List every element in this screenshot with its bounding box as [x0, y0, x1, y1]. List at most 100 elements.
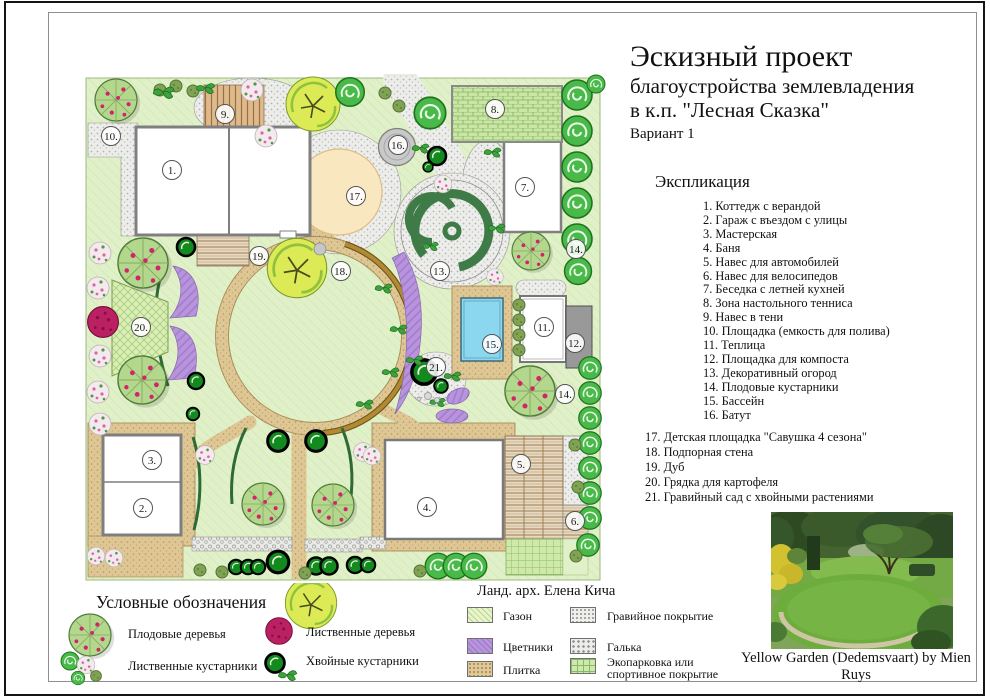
deciduous-tree-icon: [265, 617, 293, 645]
svg-text:16.: 16.: [391, 140, 405, 152]
building-banya: [383, 438, 505, 541]
plan-marker-14: 14.: [566, 239, 586, 259]
svg-text:8.: 8.: [491, 104, 500, 116]
svg-text:9.: 9.: [221, 109, 230, 121]
svg-text:6.: 6.: [571, 516, 580, 528]
project-subtitle-1: благоустройства землевладения: [630, 74, 915, 98]
legend-fruit-trees-label: Плодовые деревья: [128, 627, 226, 641]
plan-marker-8: 8.: [485, 99, 505, 119]
svg-text:17.: 17.: [349, 191, 363, 203]
plant-legend-title: Условные обозначения: [96, 592, 267, 612]
explication-item: 6. Навес для велосипедов: [703, 268, 838, 283]
decorative-garden: [400, 179, 504, 283]
explication-item: 18. Подпорная стена: [645, 444, 754, 459]
plan-marker-17: 17.: [346, 186, 366, 206]
explication-item: 13. Декоративный огород: [703, 365, 837, 380]
explication-item: 20. Грядка для картофеля: [645, 474, 779, 489]
explication-item: 19. Дуб: [645, 459, 685, 474]
explication-item: 11. Теплица: [703, 338, 766, 353]
plan-marker-15: 15.: [482, 334, 502, 354]
explication-item: 2. Гараж с въездом с улицы: [703, 212, 848, 227]
plan-marker-20: 20.: [131, 317, 151, 337]
swatch-tile: [467, 661, 493, 677]
svg-text:12.: 12.: [568, 338, 582, 350]
svg-text:5.: 5.: [517, 459, 526, 471]
explication-item: 8. Зона настольного тенниса: [703, 296, 853, 311]
plan-marker-21: 21.: [426, 357, 446, 377]
building-cottage: [134, 125, 312, 239]
label-lawn: Газон: [503, 609, 533, 623]
svg-text:13.: 13.: [433, 266, 447, 278]
plan-markers: 1. 2. 3. 4. 5. 6. 7. 8. 9. 10. 11. 12. 13. 14. 14. 15. 1…: [101, 99, 586, 531]
project-variant: Вариант 1: [630, 126, 695, 142]
explication-item: 17. Детская площадка "Савушка 4 сезона": [645, 429, 867, 444]
carport: [504, 435, 564, 540]
conifer-sprig-icon: [278, 670, 298, 681]
plan-marker-2: 2.: [133, 498, 153, 518]
legend-deciduous-trees-label: Лиственные деревья: [306, 625, 416, 639]
plan-marker-4: 4.: [417, 497, 437, 517]
svg-text:15.: 15.: [485, 339, 499, 351]
svg-text:10.: 10.: [104, 131, 118, 143]
plan-marker-5: 5.: [511, 454, 531, 474]
swatch-pebbles: [570, 638, 596, 654]
swatch-gravel: [570, 607, 596, 623]
svg-text:19.: 19.: [252, 251, 266, 263]
svg-text:14.: 14.: [569, 244, 583, 256]
explication-item: 10. Площадка (емкость для полива): [703, 324, 890, 339]
plan-marker-6: 6.: [565, 511, 585, 531]
deciduous-shrub-icon-4: [70, 670, 86, 686]
svg-text:4.: 4.: [423, 502, 432, 514]
svg-text:14.: 14.: [558, 389, 572, 401]
plan-marker-13: 13.: [430, 261, 450, 281]
pebble-strips: [191, 536, 387, 553]
project-subtitle-2: в к.п. "Лесная Сказка": [630, 98, 829, 122]
explication-item: 12. Площадка для компоста: [703, 351, 849, 366]
swatch-lawn: [467, 607, 493, 623]
plan-marker-16: 16.: [388, 135, 408, 155]
plan-marker-10: 10.: [101, 126, 121, 146]
label-gravel: Гравийное покрытие: [607, 609, 714, 623]
title-block: Эскизный проект благоустройства землевла…: [630, 40, 980, 143]
plan-marker-19: 19.: [249, 246, 269, 266]
svg-text:2.: 2.: [139, 503, 148, 515]
fruit-tree-icon: [68, 613, 115, 660]
photo-caption: Yellow Garden (Dedemsvaart) by Mien Ruys: [741, 650, 971, 683]
legend-conifer-shrubs-label: Хвойные кустарники: [306, 654, 419, 668]
plan-marker-9: 9.: [215, 104, 235, 124]
explication-item: 16. Батут: [703, 407, 751, 422]
svg-text:1.: 1.: [168, 165, 177, 177]
plan-marker-7: 7.: [515, 177, 535, 197]
plan-marker-3: 3.: [142, 450, 162, 470]
explication-item: 7. Беседка с летней кухней: [703, 282, 845, 297]
label-flowerbeds: Цветники: [503, 640, 553, 654]
svg-text:18.: 18.: [334, 266, 348, 278]
plan-marker-18: 18.: [331, 261, 351, 281]
conifer-shrub-icon: [264, 652, 286, 674]
outer-border: [4, 1, 985, 696]
trees: [86, 74, 606, 580]
eco-parking: [505, 538, 564, 576]
explication-header: Экспликация: [655, 172, 750, 191]
plan-marker-1: 1.: [162, 160, 182, 180]
deciduous-tree-icon-2: [284, 583, 338, 630]
label-pebbles: Галька: [607, 640, 642, 654]
svg-text:21.: 21.: [429, 362, 443, 374]
plan-drawing: 1. 2. 3. 4. 5. 6. 7. 8. 9. 10. 11. 12. 13. 14. 14. 15. 1…: [85, 74, 606, 581]
deciduous-shrub-icon: [60, 651, 80, 671]
explication-item: 3. Мастерская: [703, 226, 778, 241]
reference-photo: [771, 512, 953, 649]
explication-item: 15. Бассейн: [703, 393, 765, 408]
explication-item: 1. Коттедж с верандой: [703, 199, 821, 213]
building-garage-workshop: [101, 433, 183, 537]
svg-text:3.: 3.: [148, 455, 157, 467]
plan-marker-12: 12.: [565, 333, 585, 353]
explication-item: 14. Плодовые кустарники: [703, 379, 839, 394]
plan-marker-11: 11.: [534, 317, 554, 337]
explication-item: 5. Навес для автомобилей: [703, 254, 839, 269]
swatch-flowerbeds: [467, 638, 493, 654]
svg-text:11.: 11.: [537, 322, 551, 334]
label-eco-parking: Экопарковка или спортивное покрытие: [607, 655, 719, 681]
author-credit: Ланд. арх. Елена Кича: [477, 583, 616, 599]
